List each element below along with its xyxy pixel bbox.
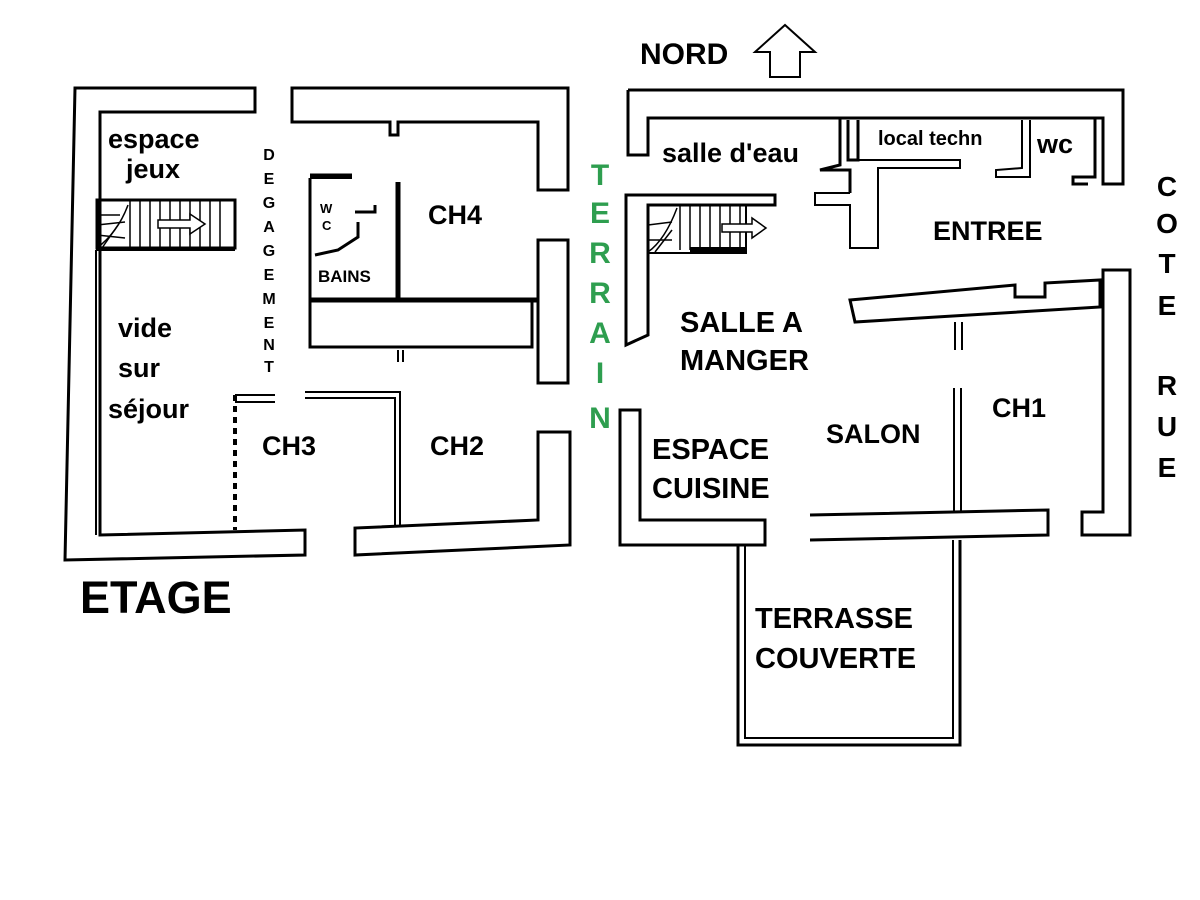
- terrain-letter: R: [589, 277, 611, 310]
- degagement-letter: D: [263, 147, 275, 164]
- room-ch4: CH4: [428, 200, 482, 230]
- terrain-letter: R: [589, 237, 611, 270]
- room-ch1: CH1: [992, 393, 1046, 423]
- terrain-letter: T: [591, 159, 609, 192]
- street-letter: T: [1158, 248, 1175, 279]
- room-salon: SALON: [826, 419, 921, 449]
- room-wc-ground: wc: [1036, 129, 1073, 159]
- degagement-letter: M: [262, 291, 275, 308]
- street-letter: O: [1156, 208, 1178, 239]
- floor-label-etage: ETAGE: [80, 572, 232, 623]
- room-entree: ENTREE: [933, 216, 1043, 246]
- street-letter: E: [1158, 290, 1177, 321]
- street-letter: R: [1157, 370, 1177, 401]
- room-wc-upstairs: C: [322, 218, 332, 233]
- room-salle-a-manger: SALLE A: [680, 307, 803, 339]
- room-vide-sur-sejour: sur: [118, 353, 161, 383]
- room-salle-a-manger: MANGER: [680, 345, 809, 377]
- north-arrow-icon: [752, 23, 818, 78]
- degagement-letter: E: [264, 171, 275, 188]
- room-ch3: CH3: [262, 431, 316, 461]
- room-vide-sur-sejour: séjour: [108, 394, 190, 424]
- upper-floor-walls: [63, 86, 572, 562]
- room-espace-cuisine: CUISINE: [652, 473, 770, 505]
- room-bains: BAINS: [318, 267, 371, 286]
- terrain-letter: I: [596, 357, 604, 390]
- room-ch2: CH2: [430, 431, 484, 461]
- terrain-letter: N: [589, 402, 611, 435]
- degagement-letter: N: [263, 337, 275, 354]
- terrain-letter: A: [589, 317, 611, 350]
- room-salle-d-eau: salle d'eau: [662, 138, 799, 168]
- terrain-label: T E R R A I N: [589, 159, 611, 435]
- street-letter: C: [1157, 171, 1177, 202]
- street-side-label: C O T E R U E: [1156, 171, 1178, 483]
- degagement-letter: T: [264, 359, 274, 376]
- room-wc-upstairs: W: [320, 201, 333, 216]
- room-espace-jeux: espace: [108, 124, 200, 154]
- degagement-letter: E: [264, 267, 275, 284]
- degagement-letter: G: [263, 195, 275, 212]
- room-vide-sur-sejour: vide: [118, 313, 172, 343]
- room-espace-jeux: jeux: [125, 154, 180, 184]
- room-terrasse-couverte: COUVERTE: [755, 643, 916, 675]
- ground-floor-walls: [618, 88, 1132, 747]
- degagement-label: D E G A G E M E N T: [262, 147, 275, 376]
- terrain-letter: E: [590, 197, 610, 230]
- degagement-letter: A: [263, 219, 275, 236]
- street-letter: U: [1157, 411, 1177, 442]
- room-local-techn: local techn: [878, 128, 982, 150]
- street-letter: E: [1158, 452, 1177, 483]
- degagement-letter: G: [263, 243, 275, 260]
- degagement-letter: E: [264, 315, 275, 332]
- room-terrasse-couverte: TERRASSE: [755, 603, 913, 635]
- north-label: NORD: [640, 38, 728, 71]
- room-espace-cuisine: ESPACE: [652, 434, 769, 466]
